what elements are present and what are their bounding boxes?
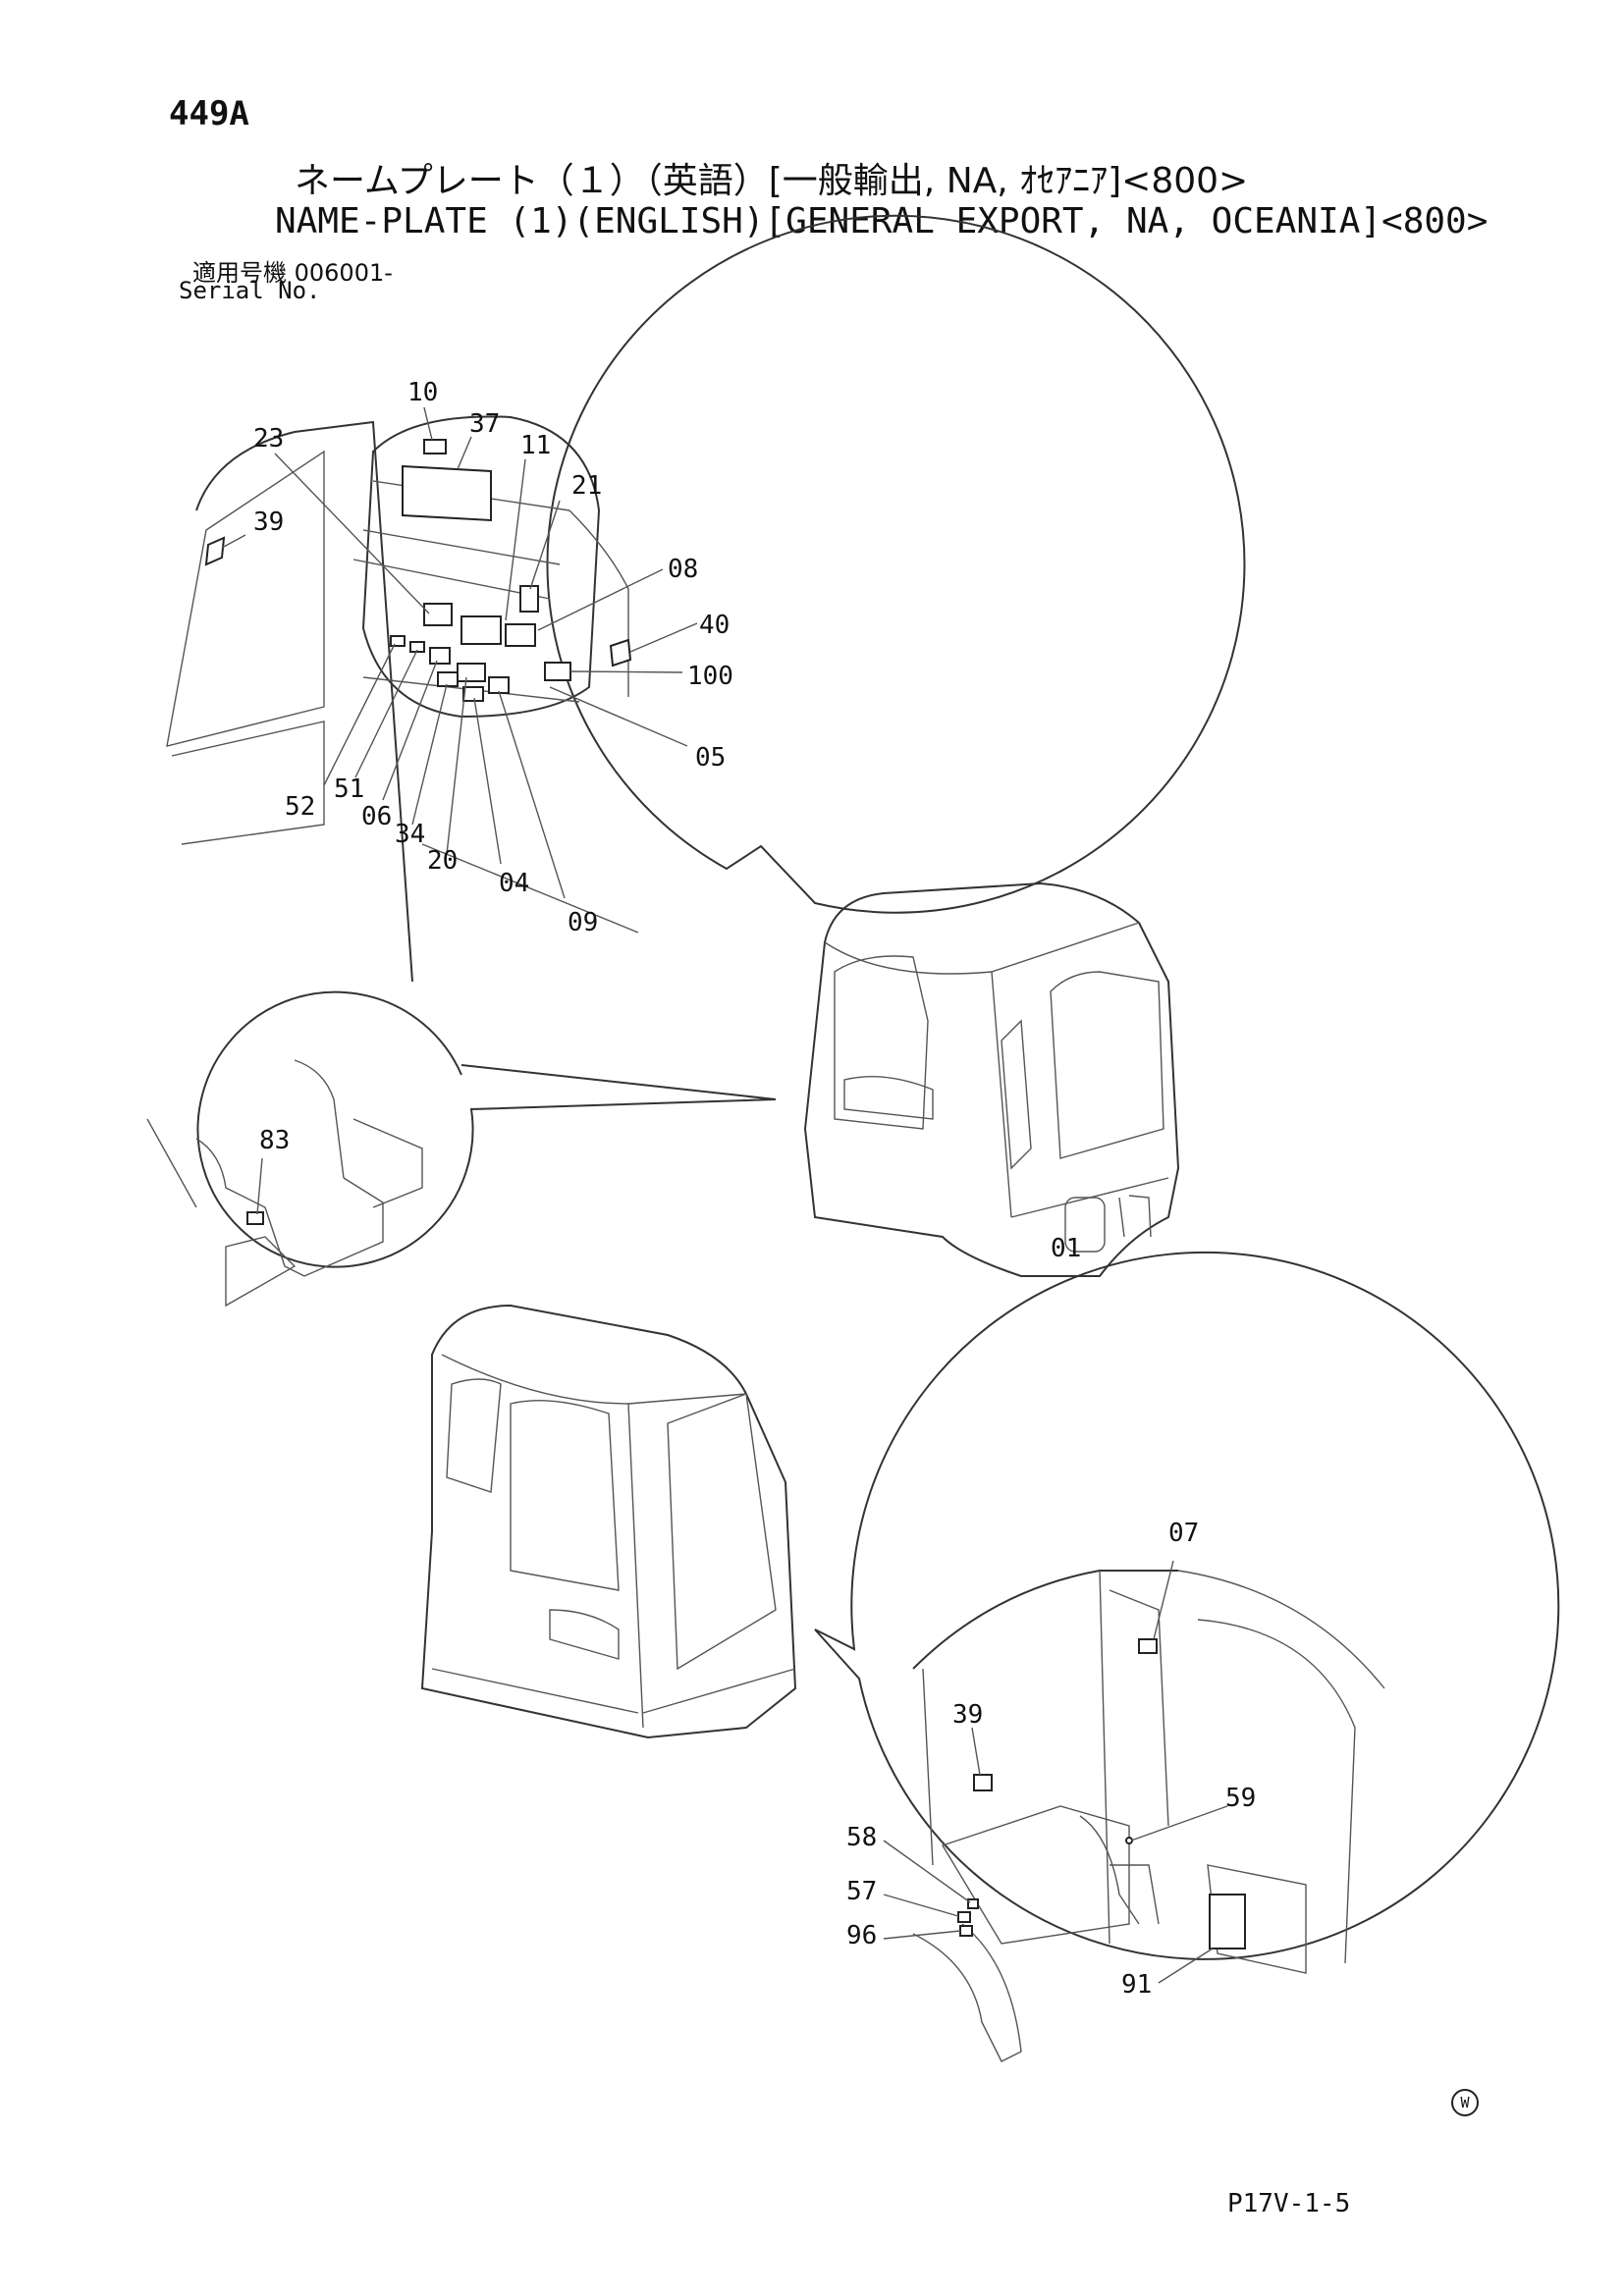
callout-top-37: 37 xyxy=(469,409,500,439)
plate-96 xyxy=(959,1925,973,1937)
page-number: 449A xyxy=(169,94,249,133)
plate-07 xyxy=(1138,1638,1158,1654)
callout-top-11: 11 xyxy=(520,431,551,460)
cab-front-view: 01 xyxy=(803,881,1180,1277)
callout-rear-07: 07 xyxy=(1168,1519,1199,1548)
plate-06 xyxy=(429,647,451,665)
callout-rear-59: 59 xyxy=(1225,1784,1256,1813)
callout-top-05: 05 xyxy=(695,743,726,773)
callout-top-39: 39 xyxy=(253,507,284,537)
callout-top-23: 23 xyxy=(253,424,284,454)
plate-39 xyxy=(204,536,226,566)
callout-top-20: 20 xyxy=(427,846,458,876)
callout-rear-57: 57 xyxy=(846,1877,877,1906)
plate-58 xyxy=(967,1898,979,1909)
seat-detail-view: 83 xyxy=(146,990,777,1308)
callout-top-09: 09 xyxy=(568,908,598,937)
plate-51 xyxy=(409,641,425,653)
plate-09 xyxy=(488,676,510,694)
top-detail-view: 10 37 23 11 39 21 08 40 100 05 52 51 06 … xyxy=(166,214,1246,983)
callout-rear-39: 39 xyxy=(952,1700,983,1730)
callout-top-21: 21 xyxy=(571,471,602,501)
plate-21 xyxy=(519,585,539,613)
title-japanese: ネームプレート（１）（英語）[一般輸出, NA, ｵｾｱﾆｱ]<800> xyxy=(295,161,1249,201)
plate-20 xyxy=(457,663,486,682)
plate-11 xyxy=(460,615,502,645)
callout-rear-96: 96 xyxy=(846,1921,877,1950)
plate-91 xyxy=(1209,1894,1246,1949)
callout-rear-91: 91 xyxy=(1121,1970,1152,2000)
plate-39-rear xyxy=(973,1774,993,1791)
callout-top-04: 04 xyxy=(499,869,529,898)
callout-top-34: 34 xyxy=(395,820,425,849)
callout-top-08: 08 xyxy=(668,555,698,584)
cab-rear-view xyxy=(420,1304,797,1739)
plate-83 xyxy=(246,1211,264,1225)
plate-37 xyxy=(402,464,492,522)
serial-label-english: Serial No. xyxy=(179,277,321,304)
watermark-symbol: W xyxy=(1451,2089,1479,2116)
plate-40 xyxy=(609,638,632,667)
callout-top-100: 100 xyxy=(687,662,733,691)
plate-23 xyxy=(423,603,453,626)
callout-rear-58: 58 xyxy=(846,1823,877,1852)
callout-top-40: 40 xyxy=(699,611,730,640)
callout-seat-83: 83 xyxy=(259,1126,290,1155)
serial-label-japanese: 適用号機 006001- xyxy=(192,259,393,287)
callout-top-10: 10 xyxy=(407,378,438,407)
plate-04 xyxy=(462,686,484,702)
plate-57 xyxy=(957,1911,971,1923)
rear-detail-view: 07 39 59 58 57 96 91 xyxy=(814,1251,1560,2062)
reference-code: P17V-1-5 xyxy=(1227,2189,1351,2218)
callout-top-06: 06 xyxy=(361,802,392,831)
title-english: NAME-PLATE (1)(ENGLISH)[GENERAL EXPORT, … xyxy=(275,201,1489,241)
plate-52 xyxy=(390,635,406,647)
callout-top-51: 51 xyxy=(334,774,364,804)
callout-top-52: 52 xyxy=(285,792,315,822)
plate-08 xyxy=(505,623,536,647)
plate-100 xyxy=(544,662,571,681)
cab-panel-mark: 01 xyxy=(1051,1234,1081,1263)
plate-34 xyxy=(437,671,459,687)
plate-10 xyxy=(423,439,447,454)
